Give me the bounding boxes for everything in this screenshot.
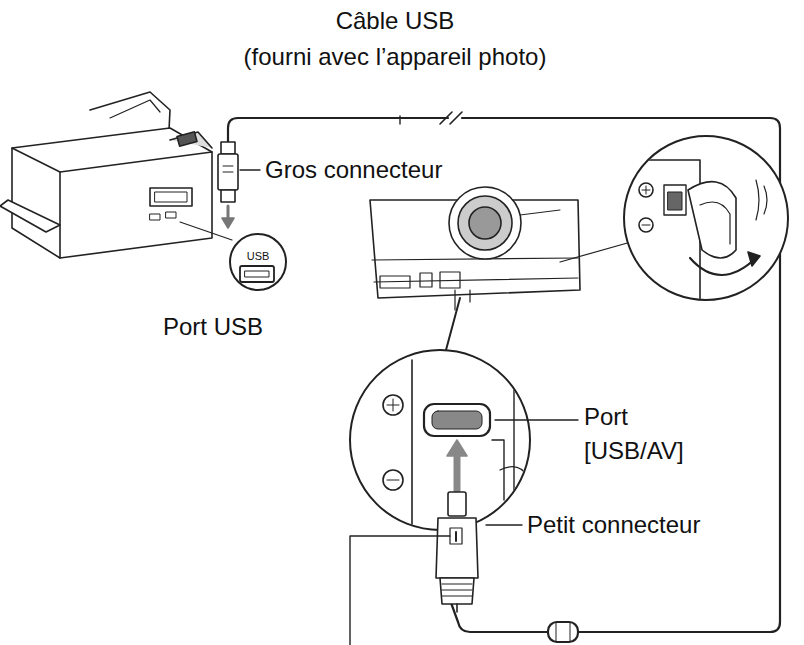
small-connector (350, 492, 522, 645)
printer (0, 92, 212, 258)
port-magnifier (350, 298, 578, 530)
part-name: Port [USB/AV] (584, 400, 696, 468)
cover-magnifier (560, 136, 788, 300)
port-marking: USB (243, 250, 273, 262)
camera (370, 187, 580, 310)
part-name: Port USB (163, 310, 263, 344)
part-name: Gros connecteur (265, 153, 442, 187)
usb-cable (228, 112, 780, 642)
big-connector (218, 142, 260, 228)
cable-title: Câble USB (245, 4, 545, 38)
part-name: Petit connecteur (527, 508, 700, 542)
usb-port-magnifier (180, 222, 286, 290)
cable-note: (fourni avec l’appareil photo) (185, 40, 605, 74)
